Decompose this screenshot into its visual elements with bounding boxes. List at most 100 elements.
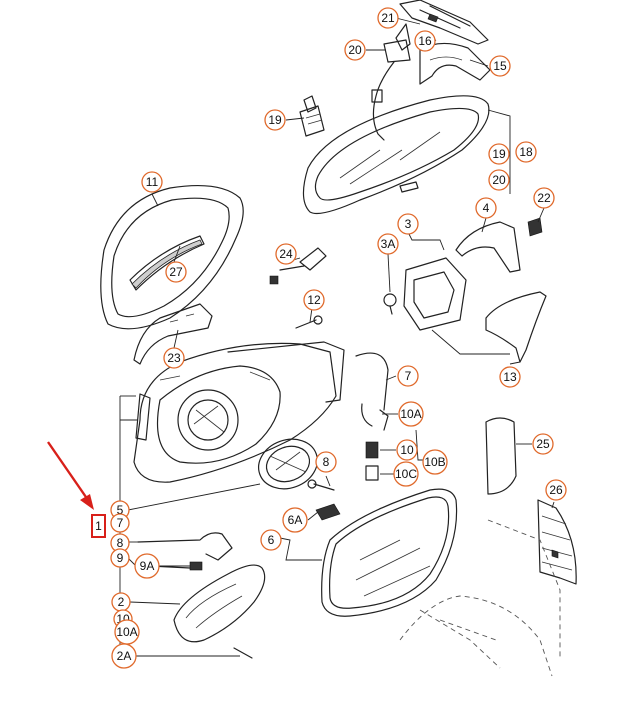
callout-21[interactable]: 21: [377, 7, 399, 29]
callout-8-right[interactable]: 8: [315, 451, 337, 473]
sensor-harness: [371, 39, 411, 141]
callout-26[interactable]: 26: [545, 479, 567, 501]
callout-10B[interactable]: 10B: [422, 449, 448, 475]
svg-text:11: 11: [146, 175, 159, 189]
callout-15[interactable]: 15: [489, 55, 511, 77]
mirror-base-assembly: [133, 341, 345, 483]
callout-9A[interactable]: 9A: [134, 553, 160, 579]
mount-cover: [419, 42, 491, 85]
callout-6[interactable]: 6: [260, 529, 282, 551]
callout-7-right[interactable]: 7: [397, 365, 419, 387]
plug-10: [365, 441, 379, 459]
callout-2[interactable]: 2: [111, 592, 131, 612]
callout-6A[interactable]: 6A: [282, 507, 308, 533]
svg-text:7: 7: [117, 516, 124, 530]
svg-text:19: 19: [492, 147, 506, 161]
callout-23[interactable]: 23: [163, 347, 185, 369]
screw-12: [295, 315, 323, 329]
svg-text:9A: 9A: [140, 559, 155, 573]
svg-text:20: 20: [492, 173, 506, 187]
svg-text:16: 16: [418, 34, 432, 48]
svg-text:8: 8: [117, 536, 124, 550]
trim-13: [485, 291, 547, 363]
callout-20-right[interactable]: 20: [488, 169, 510, 191]
svg-text:2: 2: [118, 595, 125, 609]
pointer-arrow: [47, 441, 94, 510]
callout-4[interactable]: 4: [475, 197, 497, 219]
svg-text:13: 13: [503, 370, 517, 384]
callout-10A[interactable]: 10A: [398, 401, 424, 427]
svg-text:24: 24: [279, 247, 293, 261]
svg-text:10A: 10A: [400, 407, 421, 421]
connector-6A: [315, 503, 341, 521]
svg-text:7: 7: [405, 369, 412, 383]
svg-text:5: 5: [117, 503, 124, 517]
svg-text:20: 20: [348, 43, 362, 57]
plug-10C: [365, 465, 379, 481]
mirror-housing-cap: [100, 184, 244, 330]
callout-19-left[interactable]: 19: [264, 109, 286, 131]
svg-text:8: 8: [323, 455, 330, 469]
callout-16[interactable]: 16: [414, 30, 436, 52]
adjustment-motor: [258, 438, 318, 490]
svg-text:26: 26: [549, 483, 563, 497]
svg-text:6: 6: [268, 533, 275, 547]
callout-3A[interactable]: 3A: [377, 233, 399, 255]
svg-text:25: 25: [536, 437, 550, 451]
callout-27[interactable]: 27: [165, 261, 187, 283]
turn-signal-26: [537, 499, 577, 585]
callout-3[interactable]: 3: [397, 213, 419, 235]
svg-text:21: 21: [381, 11, 395, 25]
svg-text:1: 1: [95, 519, 102, 533]
part-drawings: [100, 0, 577, 677]
svg-text:10B: 10B: [424, 455, 445, 469]
callout-24[interactable]: 24: [275, 243, 297, 265]
svg-text:10A: 10A: [116, 625, 137, 639]
callout-2A[interactable]: 2A: [111, 643, 137, 669]
svg-text:10C: 10C: [395, 467, 417, 481]
cover-4: [455, 217, 543, 273]
callout-10[interactable]: 10: [396, 439, 418, 461]
callout-25[interactable]: 25: [532, 433, 554, 455]
trim-25: [485, 417, 517, 495]
mirror-glass: [321, 488, 458, 617]
callout-13[interactable]: 13: [499, 366, 521, 388]
callout-1-highlighted[interactable]: 1: [91, 514, 106, 538]
svg-text:12: 12: [307, 293, 321, 307]
connector-19: [299, 95, 325, 137]
svg-text:2A: 2A: [117, 649, 132, 663]
interior-rear-view-mirror: [302, 95, 490, 215]
svg-text:15: 15: [493, 59, 507, 73]
callout-11[interactable]: 11: [141, 171, 163, 193]
svg-text:10: 10: [400, 443, 414, 457]
callout-20-top[interactable]: 20: [344, 39, 366, 61]
lower-cover: [173, 564, 266, 659]
bracket-23: [133, 303, 213, 365]
callout-10A-left[interactable]: 10A: [114, 619, 140, 645]
callout-10C[interactable]: 10C: [393, 461, 419, 487]
callout-7-left[interactable]: 7: [110, 513, 130, 533]
screw-8: [307, 479, 335, 491]
callout-18[interactable]: 18: [515, 141, 537, 163]
svg-text:4: 4: [483, 201, 490, 215]
svg-text:19: 19: [268, 113, 282, 127]
wiring-harness: [355, 352, 389, 431]
svg-text:9: 9: [117, 551, 124, 565]
svg-text:6A: 6A: [288, 513, 303, 527]
svg-text:18: 18: [519, 145, 533, 159]
callout-12[interactable]: 12: [303, 289, 325, 311]
callout-22[interactable]: 22: [533, 187, 555, 209]
svg-text:3: 3: [405, 217, 412, 231]
door-outline: [399, 519, 561, 677]
callout-bubbles: 21 16 20 15 19 19 18 20: [91, 7, 567, 669]
svg-text:23: 23: [167, 351, 181, 365]
mirror-mount-bracket: [395, 0, 489, 51]
svg-text:22: 22: [537, 191, 551, 205]
callout-19-right[interactable]: 19: [488, 143, 510, 165]
svg-text:27: 27: [169, 265, 183, 279]
retaining-clip: [269, 247, 327, 285]
callout-9[interactable]: 9: [110, 548, 130, 568]
svg-text:3A: 3A: [381, 237, 396, 251]
mounting-clip: [383, 257, 467, 331]
